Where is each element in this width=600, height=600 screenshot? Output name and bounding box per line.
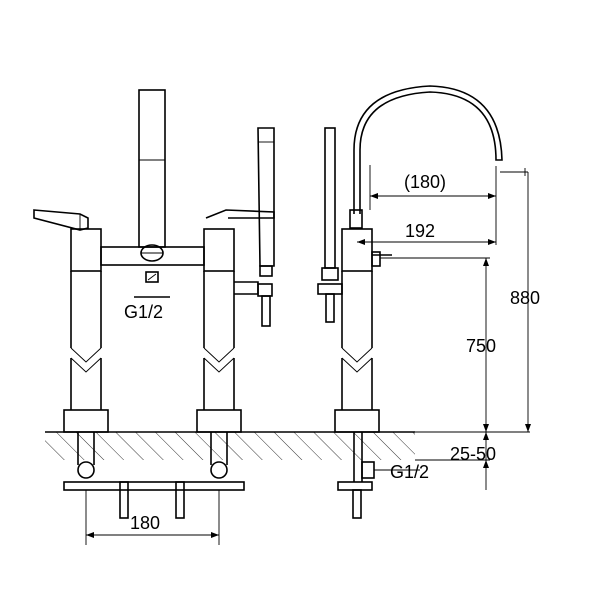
shower-holder bbox=[138, 89, 166, 262]
supply-connections-front bbox=[63, 432, 245, 519]
dimension-deck-thickness bbox=[415, 431, 530, 490]
bridge-body bbox=[100, 246, 205, 266]
dimension-spout-offset bbox=[357, 239, 496, 245]
hand-shower bbox=[234, 127, 275, 327]
label-spout-reach: (180) bbox=[404, 172, 446, 192]
side-body bbox=[334, 209, 392, 433]
side-connection-leader bbox=[373, 465, 420, 478]
label-inlet-spacing: 180 bbox=[130, 513, 160, 533]
label-connection-front: G1/2 bbox=[124, 302, 163, 322]
dimension-total-height bbox=[525, 172, 531, 432]
dimension-spout-reach bbox=[369, 165, 528, 245]
deck-surface-front bbox=[45, 432, 300, 460]
label-deck-thickness: 25-50 bbox=[450, 444, 496, 464]
g12-connection-symbol bbox=[134, 271, 170, 298]
front-view: G1/2 180 bbox=[33, 89, 300, 545]
left-pillar bbox=[63, 228, 109, 433]
deck-surface-side bbox=[300, 432, 415, 460]
label-total-height: 880 bbox=[510, 288, 540, 308]
side-view: (180) 192 880 750 25-50 bbox=[300, 85, 540, 519]
dimension-inlet-spacing bbox=[85, 490, 220, 545]
label-body-height: 750 bbox=[466, 336, 496, 356]
side-shower-holder bbox=[317, 127, 343, 323]
dimension-body-height bbox=[380, 257, 490, 432]
label-spout-offset: 192 bbox=[405, 221, 435, 241]
spout bbox=[353, 85, 503, 214]
label-connection-side: G1/2 bbox=[390, 462, 429, 482]
